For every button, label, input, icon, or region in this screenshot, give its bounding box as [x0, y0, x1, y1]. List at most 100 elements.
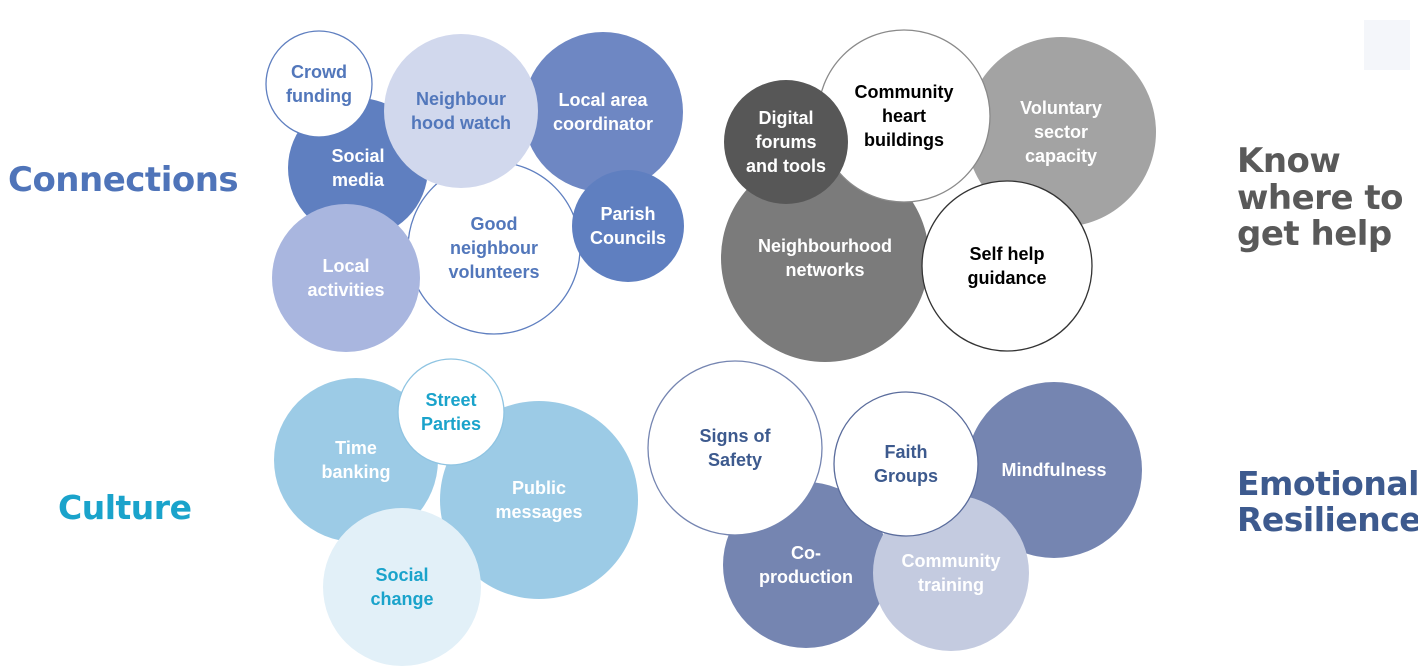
bubble-circle — [721, 154, 929, 362]
bubble-label: Co-production — [759, 543, 853, 587]
bubble-label-line: Neighbour — [416, 89, 506, 109]
bubble-circle — [572, 170, 684, 282]
bubble-public-messages: Public messages — [440, 401, 638, 599]
bubble-label: Social media — [331, 146, 385, 190]
cluster-connections: Social media Crowd funding Local area coordin… — [265, 30, 684, 352]
bubble-label-line: Community — [855, 82, 954, 102]
bubble-label-line: Voluntary — [1020, 98, 1102, 118]
bubble-label-line: Signs of — [700, 426, 772, 446]
bubble-label-line: buildings — [864, 130, 944, 150]
bubble-circle — [265, 30, 373, 138]
bubble-good-neighbour-volunteers: Good neighbour volunteers — [407, 161, 581, 335]
bubble-label-line: Neighbourhood — [758, 236, 892, 256]
bubble-label: Crowd funding — [286, 62, 352, 106]
bubble-label: Mindfulness — [1001, 460, 1106, 480]
bubble-label-line: Safety — [708, 450, 762, 470]
bubble-circle — [966, 37, 1156, 227]
bubble-circle — [724, 80, 848, 204]
bubble-label-line: Community — [902, 551, 1001, 571]
bubble-label: Good neighbour volunteers — [448, 214, 539, 282]
bubble-label: Neighbourhood networks — [758, 236, 892, 280]
bubble-label-line: neighbour — [450, 238, 538, 258]
bubble-label-line: Public — [512, 478, 566, 498]
bubble-label-line: media — [332, 170, 385, 190]
bubble-label-line: change — [370, 589, 433, 609]
bubble-label-line: forums — [755, 132, 816, 152]
bubble-label: Digital forums and tools — [746, 108, 826, 176]
bubble-circle — [966, 382, 1142, 558]
bubble-label-line: Street — [425, 390, 476, 410]
bubble-neighbourhood-networks: Neighbourhood networks — [721, 154, 929, 362]
bubble-label: Community training — [902, 551, 1001, 595]
bubble-label-line: sector — [1034, 122, 1088, 142]
bubble-label-line: Good — [471, 214, 518, 234]
bubble-label: Voluntary sector capacity — [1020, 98, 1102, 166]
bubble-label-line: capacity — [1025, 146, 1097, 166]
bubble-community-heart-buildings: Community heart buildings — [817, 29, 991, 203]
book-logo-icon — [1364, 20, 1410, 70]
bubble-label-line: training — [918, 575, 984, 595]
bubble-time-banking: Time banking — [274, 378, 438, 542]
bubble-voluntary-sector-capacity: Voluntary sector capacity — [966, 37, 1156, 227]
bubble-label-line: heart — [882, 106, 926, 126]
bubble-local-activities: Local activities — [272, 204, 420, 352]
bubble-label-line: Parish — [600, 204, 655, 224]
bubble-circle — [440, 401, 638, 599]
bubble-label-line: guidance — [967, 268, 1046, 288]
bubble-label-line: volunteers — [448, 262, 539, 282]
bubble-label-line: Parties — [421, 414, 481, 434]
heading-connections: Connections — [8, 160, 239, 200]
bubble-label-line: Co- — [791, 543, 821, 563]
bubble-label-line: Digital — [758, 108, 813, 128]
bubble-label-line: activities — [307, 280, 384, 300]
bubble-label-line: banking — [321, 462, 390, 482]
bubble-label: Neighbour hood watch — [411, 89, 511, 133]
bubble-circle — [397, 358, 505, 466]
bubble-label: Signs of Safety — [700, 426, 772, 470]
bubble-label-line: coordinator — [553, 114, 653, 134]
bubble-label: Local activities — [307, 256, 384, 300]
bubble-circle — [921, 180, 1093, 352]
bubble-label-line: and tools — [746, 156, 826, 176]
bubble-circle — [323, 508, 481, 666]
bubble-digital-forums: Digital forums and tools — [724, 80, 848, 204]
bubble-neighbourhood-watch: Neighbour hood watch — [384, 34, 538, 188]
bubble-local-area-coordinator: Local area coordinator — [523, 32, 683, 192]
bubble-circle — [647, 360, 823, 536]
bubble-label-line: Social — [331, 146, 384, 166]
bubble-label-line: Time — [335, 438, 377, 458]
bubble-label: Community heart buildings — [855, 82, 954, 150]
bubble-label-line: Faith — [885, 442, 928, 462]
bubble-label-line: Mindfulness — [1001, 460, 1106, 480]
bubble-circle — [384, 34, 538, 188]
bubble-circle — [272, 204, 420, 352]
bubble-label-line: Crowd — [291, 62, 347, 82]
bubble-label-line: production — [759, 567, 853, 587]
bubble-label-line: hood watch — [411, 113, 511, 133]
bubble-label-line: networks — [785, 260, 864, 280]
bubble-label-line: funding — [286, 86, 352, 106]
bubble-label-line: messages — [495, 502, 582, 522]
bubble-label-line: Groups — [874, 466, 938, 486]
bubble-label-line: Local — [322, 256, 369, 276]
bubble-label: Local area coordinator — [553, 90, 653, 134]
bubble-label-line: Local area — [558, 90, 648, 110]
bubble-circle — [833, 391, 979, 537]
bubble-mindfulness: Mindfulness — [966, 382, 1142, 558]
bubble-circle — [523, 32, 683, 192]
